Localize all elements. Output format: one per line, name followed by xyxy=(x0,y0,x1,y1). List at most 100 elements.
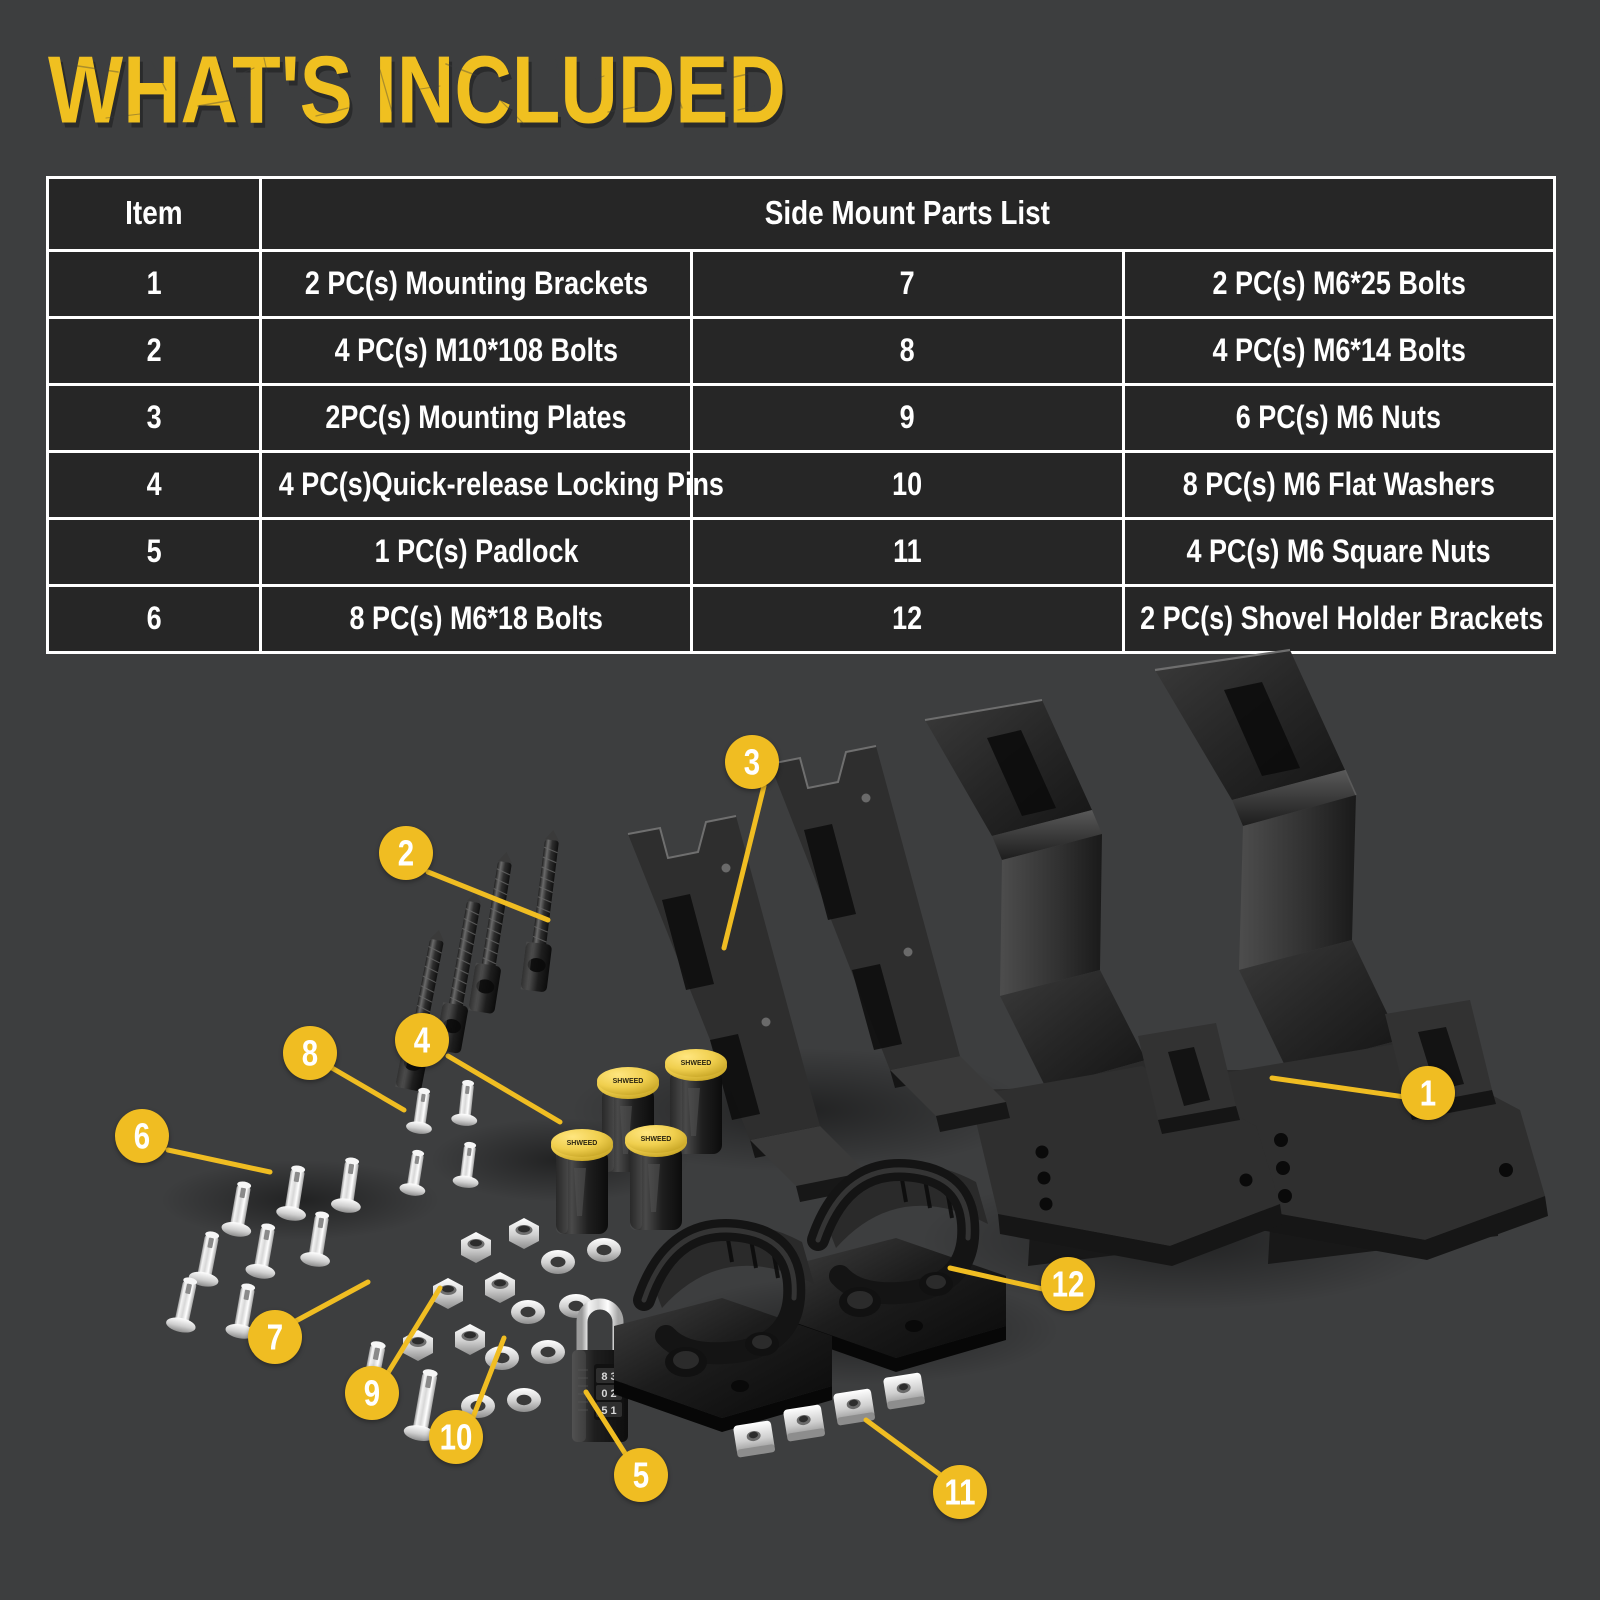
callout-badge-7[interactable]: 7 xyxy=(248,1310,302,1364)
m6-square-nut xyxy=(783,1404,825,1442)
svg-text:5 1: 5 1 xyxy=(601,1405,616,1417)
svg-text:SHWEED: SHWEED xyxy=(613,1078,644,1085)
callout-disc xyxy=(395,1013,449,1067)
callout-number: 7 xyxy=(266,1316,284,1358)
m6-14-bolt xyxy=(406,1087,432,1134)
callout-disc xyxy=(614,1448,668,1502)
m6-18-bolt xyxy=(245,1223,276,1279)
quick-release-locking-pin-group: SHWEED SHWEED SHWEED xyxy=(551,1049,727,1234)
table-row: 1 2 PC(s) Mounting Brackets 7 2 PC(s) M6… xyxy=(49,252,1553,316)
callout-badge-11[interactable]: 11 xyxy=(933,1465,987,1519)
callout-number: 10 xyxy=(439,1416,473,1458)
table-row: 3 2PC(s) Mounting Plates 9 6 PC(s) M6 Nu… xyxy=(49,386,1553,450)
item-number-cell: 8 xyxy=(693,319,1122,383)
callout-badge-4[interactable]: 4 xyxy=(395,1013,449,1067)
table-row: 5 1 PC(s) Padlock 11 4 PC(s) M6 Square N… xyxy=(49,520,1553,584)
m6-flat-washer xyxy=(541,1250,575,1274)
item-number-cell: 12 xyxy=(693,587,1122,651)
column-header-parts-list: Side Mount Parts List xyxy=(262,179,1553,249)
callout-badge-10[interactable]: 10 xyxy=(429,1410,483,1464)
m6-14-bolt xyxy=(399,1149,426,1196)
callout-badge-1[interactable]: 1 xyxy=(1401,1066,1455,1120)
m6-18-bolt xyxy=(330,1157,361,1213)
callout-badge-12[interactable]: 12 xyxy=(1041,1257,1095,1311)
m6-nut xyxy=(455,1324,485,1355)
callout-disc xyxy=(1041,1257,1095,1311)
m6-flat-washer xyxy=(507,1388,541,1412)
callout-disc xyxy=(933,1465,987,1519)
item-description-cell: 2 PC(s) Shovel Holder Brackets xyxy=(1124,587,1553,651)
mounting-bracket-left xyxy=(924,699,1283,1266)
svg-text:SHWEED: SHWEED xyxy=(567,1140,598,1147)
m6-18-bolt xyxy=(276,1165,306,1221)
m6-18-bolt xyxy=(300,1211,330,1267)
callout-number: 11 xyxy=(944,1471,976,1513)
quick-release-locking-pin: SHWEED xyxy=(551,1129,613,1234)
item-number-cell: 7 xyxy=(693,252,1122,316)
callout-number: 5 xyxy=(632,1454,650,1496)
m6-nut xyxy=(485,1272,515,1303)
callout-disc xyxy=(345,1366,399,1420)
m6-nut xyxy=(403,1330,433,1361)
callout-badge-6[interactable]: 6 xyxy=(115,1109,169,1163)
callout-badge-2[interactable]: 2 xyxy=(379,826,433,880)
page-title: WHAT'S INCLUDED xyxy=(48,35,786,144)
m6-nut xyxy=(461,1232,491,1263)
item-number-cell: 5 xyxy=(49,520,259,584)
callout-disc xyxy=(115,1109,169,1163)
callout-number: 9 xyxy=(363,1372,381,1414)
m6-18-bolt xyxy=(221,1181,252,1237)
parts-list-table: Item Side Mount Parts List 1 2 PC(s) Mou… xyxy=(46,176,1556,654)
callout-disc xyxy=(429,1410,483,1464)
callout-number: 3 xyxy=(743,741,761,783)
svg-text:8 3: 8 3 xyxy=(601,1371,616,1383)
callout-disc xyxy=(725,735,779,789)
m6-nut-group xyxy=(403,1218,539,1361)
callout-badge-5[interactable]: 5 xyxy=(614,1448,668,1502)
item-number-cell: 11 xyxy=(693,520,1122,584)
table-row: 6 8 PC(s) M6*18 Bolts 12 2 PC(s) Shovel … xyxy=(49,587,1553,651)
item-description-cell: 1 PC(s) Padlock xyxy=(262,520,691,584)
m6-square-nut xyxy=(833,1388,875,1426)
callout-badge-8[interactable]: 8 xyxy=(283,1026,337,1080)
callout-badge-3[interactable]: 3 xyxy=(725,735,779,789)
table-header-row: Item Side Mount Parts List xyxy=(49,179,1553,249)
callout-number: 8 xyxy=(301,1032,319,1074)
m6-18-bolt xyxy=(166,1277,198,1333)
m10-bolt xyxy=(520,830,559,992)
m10-bolt xyxy=(468,852,512,1014)
m6-square-nut xyxy=(883,1372,925,1410)
callout-disc xyxy=(1401,1066,1455,1120)
table-row: 2 4 PC(s) M10*108 Bolts 8 4 PC(s) M6*14 … xyxy=(49,319,1553,383)
m6-18-bolt-group xyxy=(166,1157,361,1339)
m6-nut xyxy=(433,1278,463,1309)
m6-nut xyxy=(509,1218,539,1249)
m6-flat-washer xyxy=(485,1346,519,1370)
item-number-cell: 4 xyxy=(49,453,259,517)
m6-18-bolt xyxy=(225,1283,256,1339)
callout-number: 6 xyxy=(133,1115,151,1157)
m6-14-bolt xyxy=(452,1141,479,1188)
callout-number: 1 xyxy=(1419,1072,1437,1114)
column-header-item: Item xyxy=(49,179,259,249)
m6-square-nut xyxy=(733,1420,775,1458)
shovel-holder-bracket-front xyxy=(614,1218,832,1432)
callout-badge-9[interactable]: 9 xyxy=(345,1366,399,1420)
item-number-cell: 10 xyxy=(693,453,1122,517)
callout-number: 4 xyxy=(413,1019,431,1061)
item-description-cell: 2 PC(s) M6*25 Bolts xyxy=(1124,252,1553,316)
svg-text:SHWEED: SHWEED xyxy=(681,1060,712,1067)
table-row: 4 4 PC(s)Quick-release Locking Pins 10 8… xyxy=(49,453,1553,517)
m6-flat-washer xyxy=(587,1238,621,1262)
item-description-cell: 2 PC(s) Mounting Brackets xyxy=(262,252,691,316)
item-description-cell: 4 PC(s)Quick-release Locking Pins xyxy=(262,453,724,517)
item-description-cell: 8 PC(s) M6*18 Bolts xyxy=(262,587,691,651)
item-number-cell: 1 xyxy=(49,252,259,316)
item-number-cell: 3 xyxy=(49,386,259,450)
item-description-cell: 4 PC(s) M10*108 Bolts xyxy=(262,319,691,383)
item-description-cell: 8 PC(s) M6 Flat Washers xyxy=(1124,453,1553,517)
item-description-cell: 2PC(s) Mounting Plates xyxy=(262,386,691,450)
m6-14-bolt xyxy=(451,1079,478,1126)
item-number-cell: 9 xyxy=(693,386,1122,450)
